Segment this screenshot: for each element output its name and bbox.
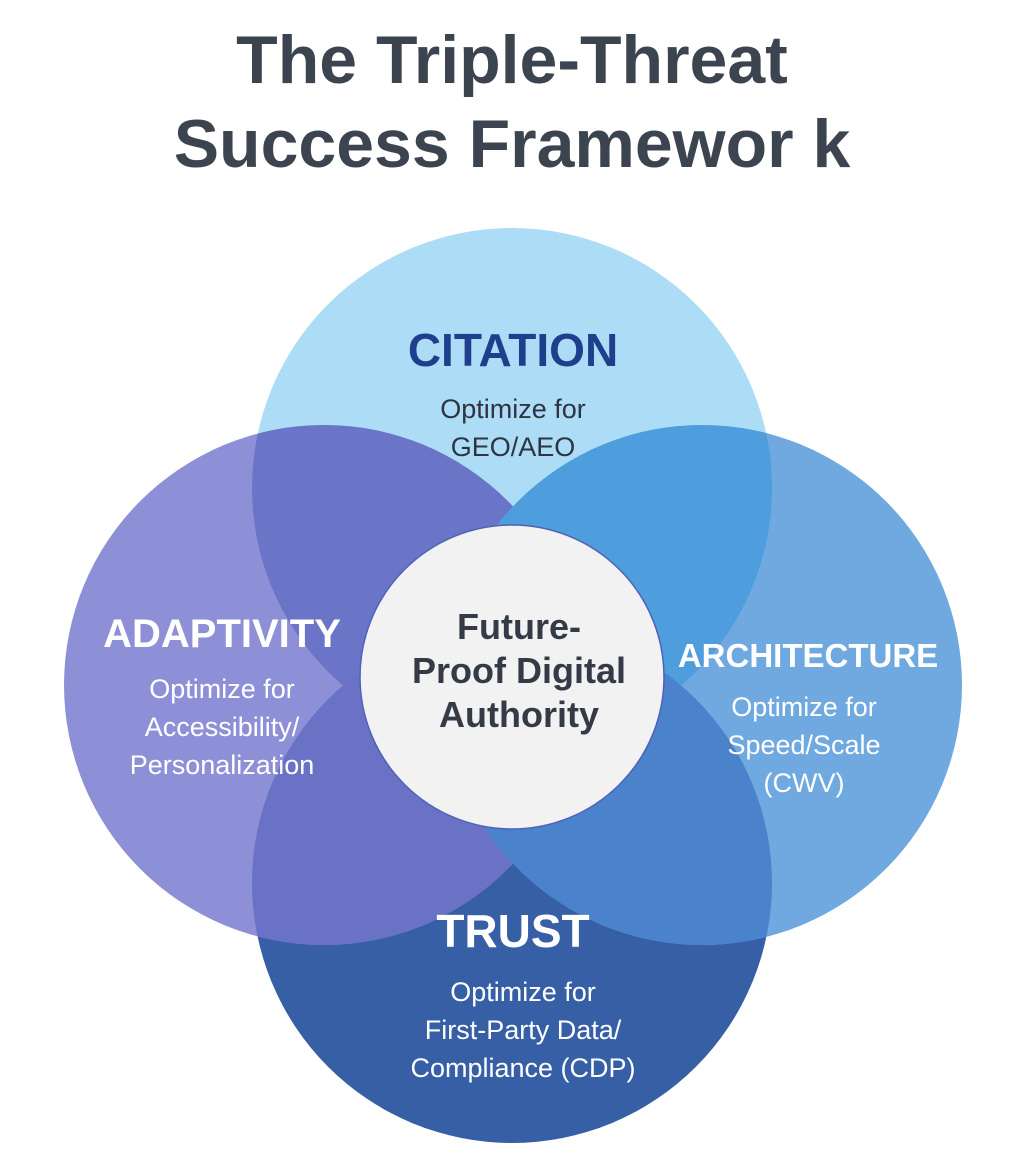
- trust-desc-line-1: Optimize for: [450, 977, 596, 1007]
- title-line-2: Success Framewor k: [173, 106, 851, 182]
- adaptivity-desc-line-1: Optimize for: [149, 674, 295, 704]
- architecture-desc-line-2: Speed/Scale: [727, 730, 881, 760]
- citation-desc-line-2: GEO/AEO: [450, 432, 576, 462]
- title-line-1: The Triple-Threat: [236, 22, 788, 98]
- adaptivity-heading: ADAPTIVITY: [103, 612, 341, 656]
- architecture-desc-line-1: Optimize for: [731, 692, 877, 722]
- center-circle: [359, 524, 665, 830]
- center-line-1: Future-: [457, 606, 581, 647]
- page-title: The Triple-Threat Success Framewor k: [0, 18, 1024, 186]
- architecture-description: Optimize for Speed/Scale (CWV): [727, 688, 880, 802]
- adaptivity-desc-line-3: Personalization: [129, 750, 315, 780]
- citation-desc-line-1: Optimize for: [440, 394, 586, 424]
- trust-desc-line-3: Compliance (CDP): [410, 1053, 636, 1083]
- trust-description: Optimize for First-Party Data/ Complianc…: [410, 973, 635, 1087]
- trust-desc-line-2: First-Party Data/: [424, 1015, 622, 1045]
- citation-heading: CITATION: [407, 324, 619, 376]
- architecture-desc-line-3: (CWV): [763, 768, 845, 798]
- citation-description: Optimize for GEO/AEO: [440, 390, 586, 466]
- center-line-3: Authority: [439, 694, 599, 735]
- trust-heading: TRUST: [436, 905, 590, 957]
- center-line-2: Proof Digital: [412, 650, 626, 691]
- adaptivity-desc-line-2: Accessibility/: [144, 712, 300, 742]
- architecture-heading: ARCHITECTURE: [677, 637, 939, 674]
- center-label: Future- Proof Digital Authority: [412, 605, 626, 737]
- adaptivity-description: Optimize for Accessibility/ Personalizat…: [130, 670, 315, 784]
